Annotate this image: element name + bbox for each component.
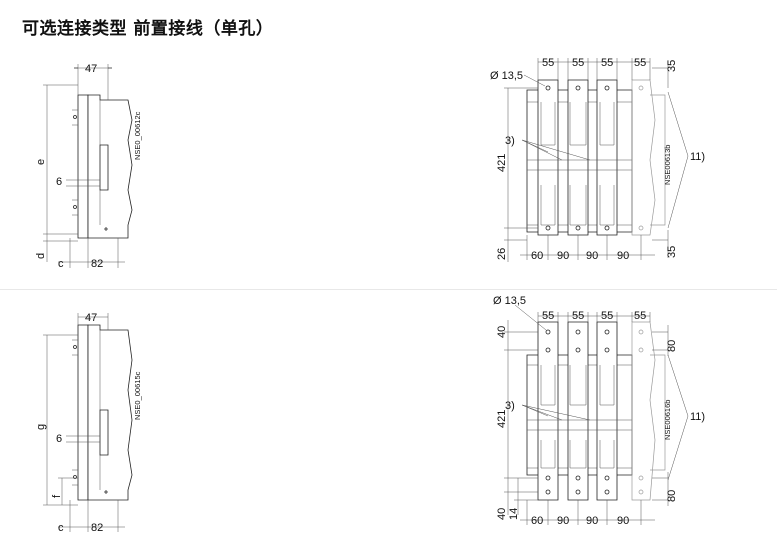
- dim-60: 60: [531, 515, 543, 527]
- side-view-bottom: 47 g 6 f c 82 NSE0_00615c: [35, 312, 142, 534]
- dim-d-label: d: [35, 253, 47, 259]
- drawing-code: NSE0_00612c: [133, 111, 142, 160]
- front-view-top: 55 55 55 55 Ø 13,5 35 421 26 60 90 90 90…: [490, 57, 705, 262]
- dim-55-1: 55: [542, 310, 554, 322]
- dim-421: 421: [496, 154, 508, 172]
- page-title: 可选连接类型 前置接线（单孔）: [22, 19, 274, 39]
- dim-47-label: 47: [85, 63, 97, 75]
- dim-35-bottom: 35: [666, 246, 678, 258]
- dim-26: 26: [496, 248, 508, 260]
- drawing-code: NSE0_00615c: [133, 371, 142, 420]
- hole-diameter: Ø 13,5: [493, 295, 526, 307]
- dim-c-label: c: [58, 522, 64, 534]
- dim-55-1: 55: [542, 57, 554, 69]
- dim-82-label: 82: [91, 258, 103, 270]
- section-divider: [0, 289, 777, 290]
- side-view-top: 47 e 6 d c 82 NSE0_00612c: [35, 63, 142, 270]
- dim-80-top: 80: [666, 340, 678, 352]
- drawing-code: NSE00616b: [663, 400, 672, 440]
- dim-55-4: 55: [634, 310, 646, 322]
- dim-55-2: 55: [572, 310, 584, 322]
- dim-55-3: 55: [601, 57, 613, 69]
- dim-80-bottom: 80: [666, 490, 678, 502]
- dim-90-2: 90: [586, 250, 598, 262]
- dim-f-label: f: [51, 494, 63, 498]
- dim-421: 421: [496, 410, 508, 428]
- dim-55-2: 55: [572, 57, 584, 69]
- note-11: 11): [690, 151, 705, 163]
- dim-90-2: 90: [586, 515, 598, 527]
- dim-14: 14: [508, 508, 520, 520]
- front-view-bottom: 55 55 55 55 Ø 13,5 40 80 421 40 14 60 90…: [493, 295, 705, 527]
- dim-35-top: 35: [666, 60, 678, 72]
- dim-6-label: 6: [56, 433, 62, 445]
- dim-82-label: 82: [91, 522, 103, 534]
- dim-55-3: 55: [601, 310, 613, 322]
- dim-e-label: e: [35, 159, 47, 165]
- dim-6-label: 6: [56, 176, 62, 188]
- hole-diameter: Ø 13,5: [490, 70, 523, 82]
- dim-c-label: c: [58, 258, 64, 270]
- note-3: 3): [505, 400, 515, 412]
- dim-g-label: g: [35, 424, 47, 430]
- dim-90-1: 90: [557, 250, 569, 262]
- note-3: 3): [505, 135, 515, 147]
- dim-55-4: 55: [634, 57, 646, 69]
- dim-90-1: 90: [557, 515, 569, 527]
- drawing-code: NSE00613b: [663, 145, 672, 185]
- dim-47-label: 47: [85, 312, 97, 324]
- note-11: 11): [690, 411, 705, 423]
- dim-60: 60: [531, 250, 543, 262]
- dim-40-top: 40: [496, 326, 508, 338]
- dim-40-bottom: 40: [496, 508, 508, 520]
- dim-90-3: 90: [617, 250, 629, 262]
- dim-90-3: 90: [617, 515, 629, 527]
